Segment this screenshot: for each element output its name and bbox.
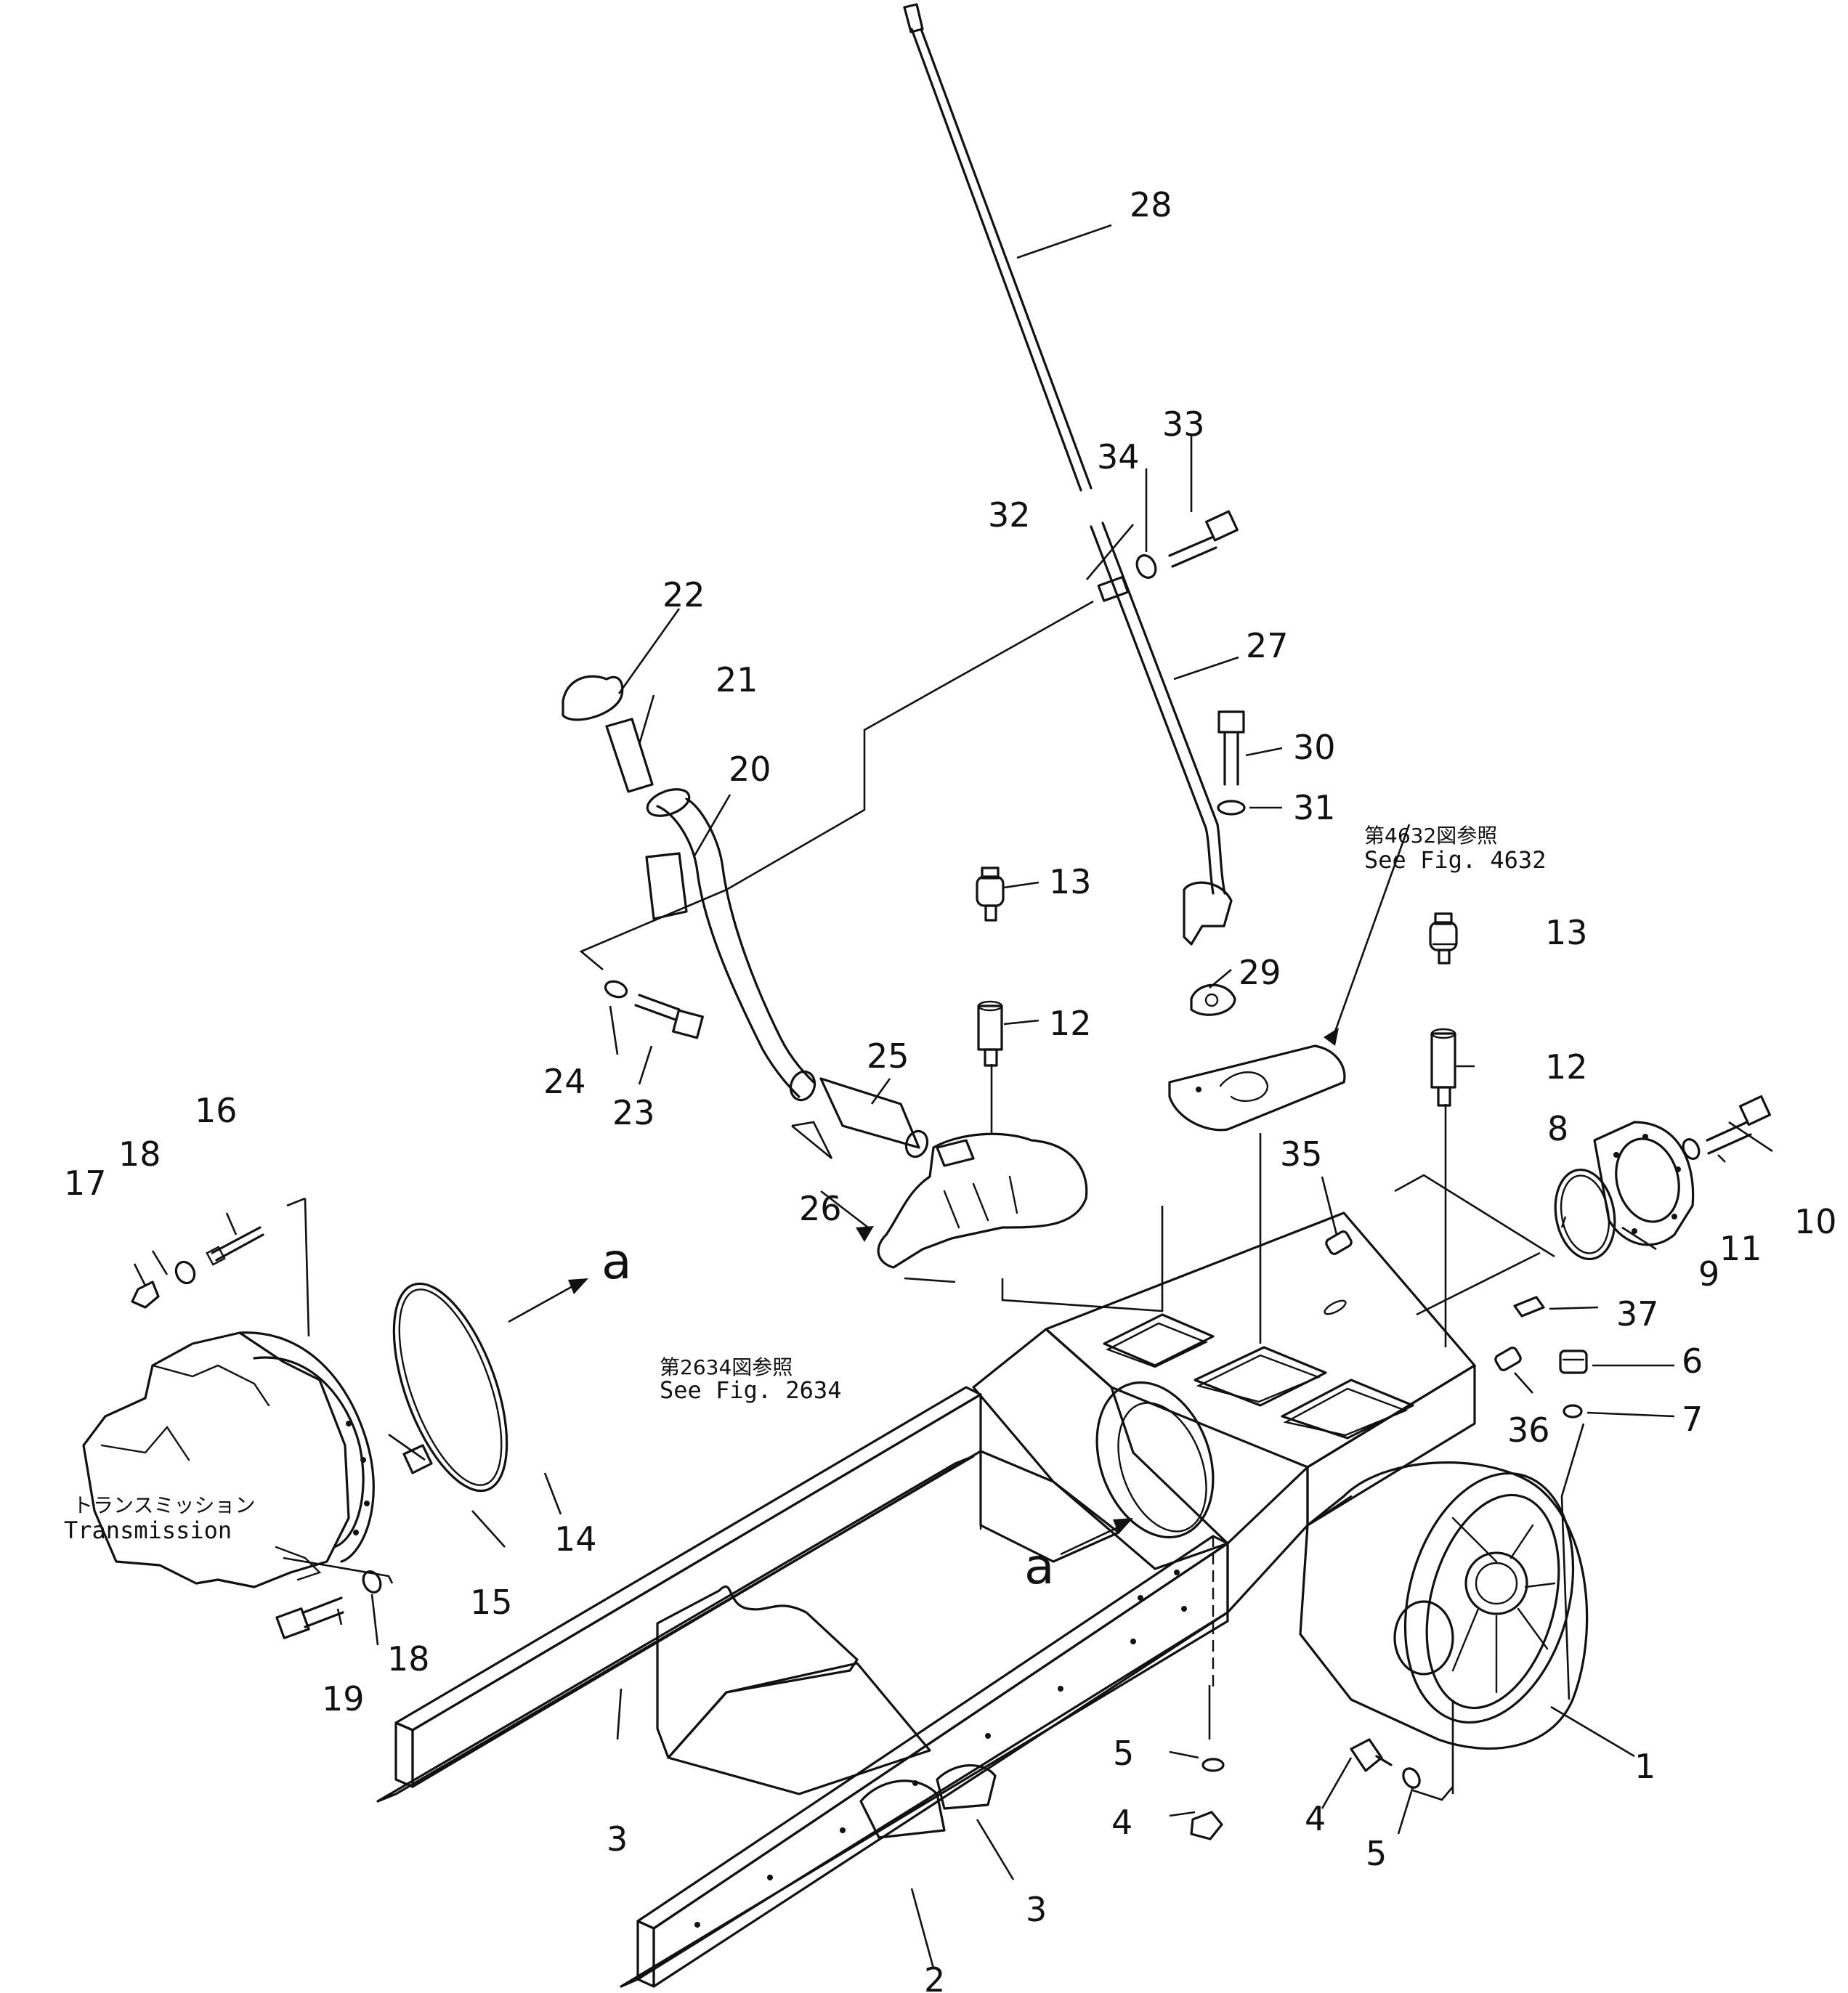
callout-35: 35 [1280, 1134, 1323, 1174]
main-frame [376, 1211, 1589, 1988]
callout-17: 17 [64, 1164, 107, 1203]
callout-5-left: 5 [1113, 1734, 1134, 1773]
reference-fig-2634: 第2634図参照 See Fig. 2634 [660, 1355, 841, 1404]
transmission-en: Transmission [64, 1517, 232, 1544]
callout-9: 9 [1698, 1254, 1719, 1294]
callout-11: 11 [1719, 1229, 1762, 1268]
callout-24: 24 [543, 1062, 586, 1101]
callout-2: 2 [924, 1960, 945, 1993]
callout-36: 36 [1507, 1410, 1550, 1450]
callout-30: 30 [1293, 728, 1336, 767]
reference-fig-4632: 第4632図参照 See Fig. 4632 [1364, 824, 1546, 874]
callout-4-left: 4 [1111, 1803, 1132, 1842]
callout-numbers: 1 2 3 3 4 4 5 5 6 7 8 9 10 11 12 12 13 1… [64, 185, 1837, 1993]
callout-14: 14 [554, 1519, 597, 1559]
callout-29: 29 [1239, 953, 1281, 992]
ref-4632-jp: 第4632図参照 [1364, 824, 1497, 848]
transmission-label: トランスミッション Transmission [64, 1493, 255, 1544]
callout-26: 26 [799, 1189, 842, 1228]
small-parts [131, 3, 1772, 1840]
callout-16: 16 [195, 1091, 238, 1130]
callout-31: 31 [1293, 788, 1336, 827]
ref-4632-en: See Fig. 4632 [1364, 846, 1546, 874]
callout-23: 23 [612, 1093, 655, 1132]
callout-7: 7 [1682, 1400, 1703, 1439]
transmission-jp: トランスミッション [73, 1493, 255, 1517]
view-mark-a-upper: a [601, 1233, 632, 1291]
callout-8: 8 [1547, 1109, 1568, 1148]
callout-25: 25 [867, 1036, 909, 1076]
transmission-outline [82, 1331, 375, 1588]
callout-13-left: 13 [1049, 862, 1092, 901]
callout-18-bottom: 18 [387, 1639, 430, 1679]
callout-1: 1 [1634, 1747, 1655, 1786]
view-mark-a-lower: a [1024, 1538, 1055, 1596]
ref-2634-jp: 第2634図参照 [660, 1355, 793, 1379]
callout-18-top: 18 [118, 1134, 161, 1174]
callout-27: 27 [1246, 626, 1289, 665]
callout-22: 22 [662, 575, 705, 614]
callout-6: 6 [1682, 1341, 1703, 1381]
callout-3-right: 3 [1026, 1890, 1047, 1929]
rivet-dots [694, 1570, 1187, 1928]
callout-33: 33 [1162, 405, 1205, 444]
callout-12-right: 12 [1545, 1047, 1588, 1087]
callout-21: 21 [716, 660, 758, 699]
callout-15: 15 [470, 1583, 513, 1622]
callout-13-right: 13 [1545, 913, 1588, 952]
callout-37: 37 [1616, 1294, 1659, 1334]
callout-5-right: 5 [1366, 1834, 1387, 1873]
callout-20: 20 [729, 750, 771, 789]
callout-28: 28 [1130, 185, 1172, 224]
leader-lines [133, 224, 1773, 1969]
callout-4-right: 4 [1305, 1799, 1326, 1838]
callout-3-left: 3 [607, 1819, 628, 1859]
callout-12-left: 12 [1049, 1004, 1092, 1043]
callout-10: 10 [1794, 1202, 1837, 1241]
callout-34: 34 [1097, 437, 1140, 476]
ref-2634-en: See Fig. 2634 [660, 1376, 841, 1404]
callout-19: 19 [322, 1679, 365, 1718]
callout-32: 32 [988, 495, 1031, 535]
